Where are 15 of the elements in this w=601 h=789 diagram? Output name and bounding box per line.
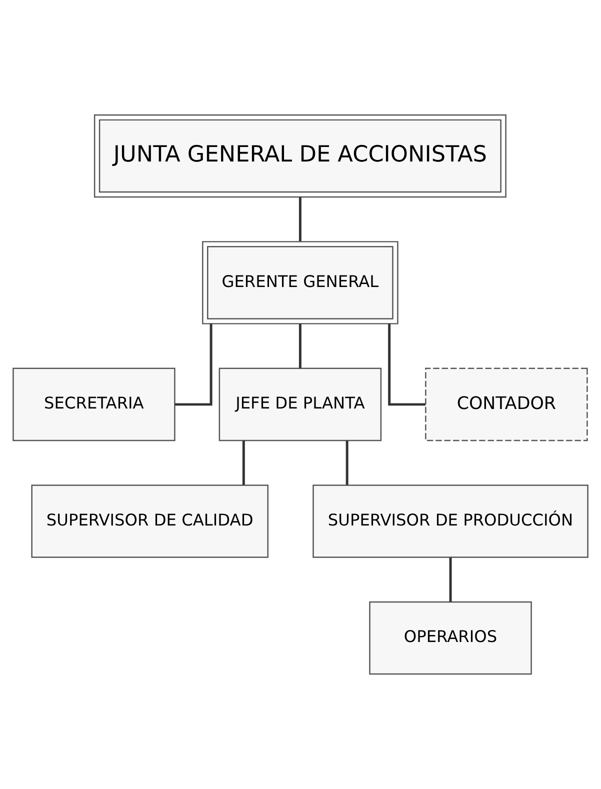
node-box: GERENTE GENERAL	[202, 241, 398, 324]
node-box: SECRETARIA	[12, 368, 176, 442]
connector	[388, 324, 426, 406]
connector	[298, 197, 302, 242]
connector	[242, 440, 245, 485]
node-box: JEFE DE PLANTA	[218, 368, 382, 442]
connector	[449, 558, 452, 602]
connector	[298, 324, 302, 368]
connector	[174, 324, 212, 406]
connector	[346, 440, 348, 485]
node-box: CONTADOR	[425, 368, 588, 442]
node-box: OPERARIOS	[369, 601, 532, 675]
node-box: SUPERVISOR DE CALIDAD	[31, 484, 268, 558]
node-box: SUPERVISOR DE PRODUCCIÓN	[312, 484, 588, 558]
node-box: JUNTA GENERAL DE ACCIONISTAS	[94, 114, 506, 198]
